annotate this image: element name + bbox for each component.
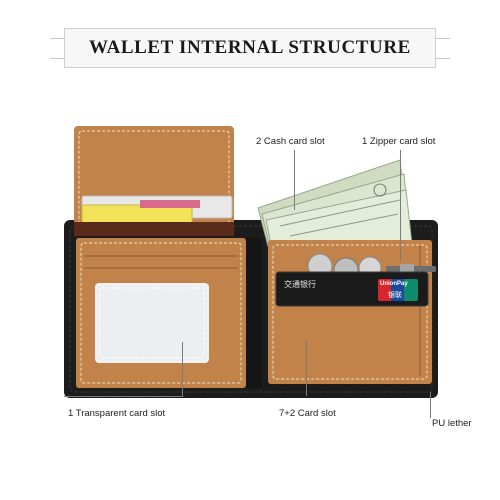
label-material: PU lether xyxy=(432,418,472,429)
outer-stitching xyxy=(69,225,433,393)
bank-name: 交通银行 xyxy=(284,280,316,289)
unionpay-text: UnionPay xyxy=(380,281,408,287)
left-flip-flap xyxy=(74,126,234,236)
unionpay-logo: UnionPay 银联 xyxy=(378,279,418,301)
cash-bills xyxy=(257,159,413,251)
label-cash-slot: 2 Cash card slot xyxy=(256,136,325,147)
label-transparent-slot: 1 Transparent card slot xyxy=(68,408,166,419)
leader-transparent-slot xyxy=(182,342,183,396)
leader-material xyxy=(430,392,431,418)
label-card-slots: 7+2 Card slot xyxy=(279,408,336,419)
transparent-id-window xyxy=(95,283,209,363)
label-zipper-slot: 1 Zipper card slot xyxy=(362,136,436,147)
leader-transparent-h xyxy=(64,396,183,397)
left-inner-panel xyxy=(76,238,246,388)
leader-zipper-slot xyxy=(400,150,401,262)
title-box: WALLET INTERNAL STRUCTURE xyxy=(64,28,436,68)
unionpay-cn-text: 银联 xyxy=(388,292,402,299)
title-banner: WALLET INTERNAL STRUCTURE xyxy=(50,22,450,74)
page-title: WALLET INTERNAL STRUCTURE xyxy=(89,37,411,58)
center-fold xyxy=(246,238,262,388)
leader-card-slots xyxy=(306,340,307,396)
leader-cash-slot xyxy=(294,150,295,210)
